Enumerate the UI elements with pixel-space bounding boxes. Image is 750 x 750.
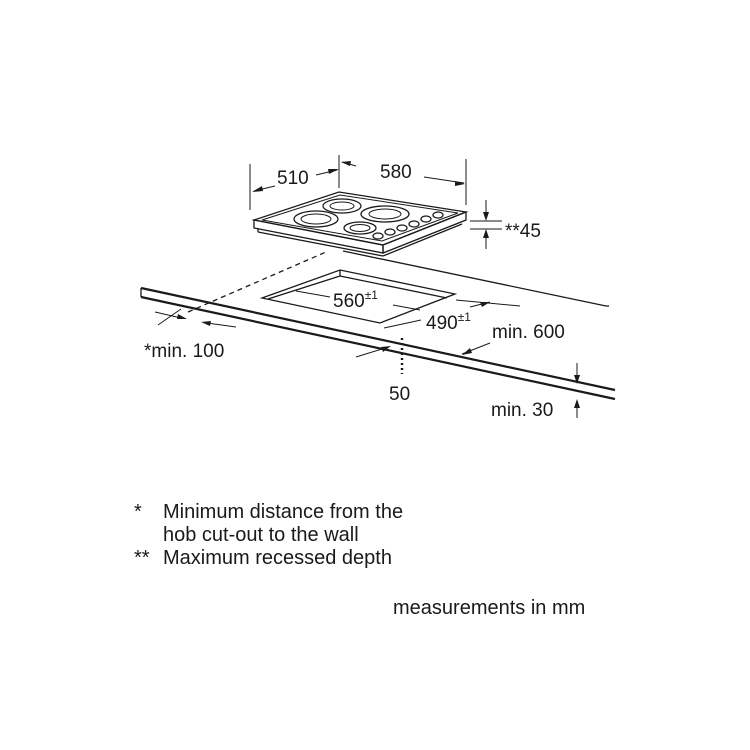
dim-560-tolerance: ±1: [365, 288, 379, 302]
dimension-min-100: *min. 100: [144, 308, 237, 362]
footnotes: * Minimum distance from the hob cut-out …: [134, 501, 423, 570]
dimension-50: 50: [355, 338, 410, 405]
worktop: [140, 250, 616, 401]
dim-min-100-label: *min. 100: [144, 341, 224, 362]
dimension-min-600: min. 600: [461, 322, 565, 355]
control-knobs: [372, 211, 444, 240]
dimension-560: 560±1: [295, 288, 421, 312]
hob-cutout: [259, 269, 458, 324]
dim-min-30-label: min. 30: [491, 400, 553, 421]
dimension-min-30: min. 30: [491, 363, 580, 421]
footnote-mark: **: [134, 547, 150, 569]
dim-45-label: **45: [505, 221, 541, 242]
dimension-580: 580: [341, 159, 467, 205]
svg-text:490±1: 490±1: [426, 310, 471, 334]
dim-510-label: 510: [277, 168, 309, 189]
dim-490-label: 490: [426, 313, 458, 334]
hotplate-icon: [293, 210, 339, 228]
footnote-text: Minimum distance from the hob cut-out to…: [163, 501, 404, 546]
units-note: measurements in mm: [393, 597, 586, 619]
dim-560-label: 560: [333, 291, 365, 312]
dimension-recess-45: **45: [470, 200, 541, 249]
hotplate-icon: [322, 198, 362, 214]
footnote-row: * Minimum distance from the hob cut-out …: [134, 501, 423, 547]
hotplate-icon: [360, 205, 410, 223]
svg-text:560±1: 560±1: [333, 288, 378, 312]
dimension-490: 490±1: [383, 299, 521, 334]
footnote-row: ** Maximum recessed depth: [134, 547, 423, 570]
hob-appliance: [251, 191, 469, 257]
dimension-510: 510: [249, 155, 340, 210]
dim-min-600-label: min. 600: [492, 322, 565, 343]
footnote-mark: *: [134, 501, 142, 523]
dim-490-tolerance: ±1: [458, 310, 472, 324]
dim-580-label: 580: [380, 162, 412, 183]
footnote-text: Maximum recessed depth: [163, 547, 392, 569]
dim-50-label: 50: [389, 384, 410, 405]
hotplate-icon: [343, 221, 377, 235]
